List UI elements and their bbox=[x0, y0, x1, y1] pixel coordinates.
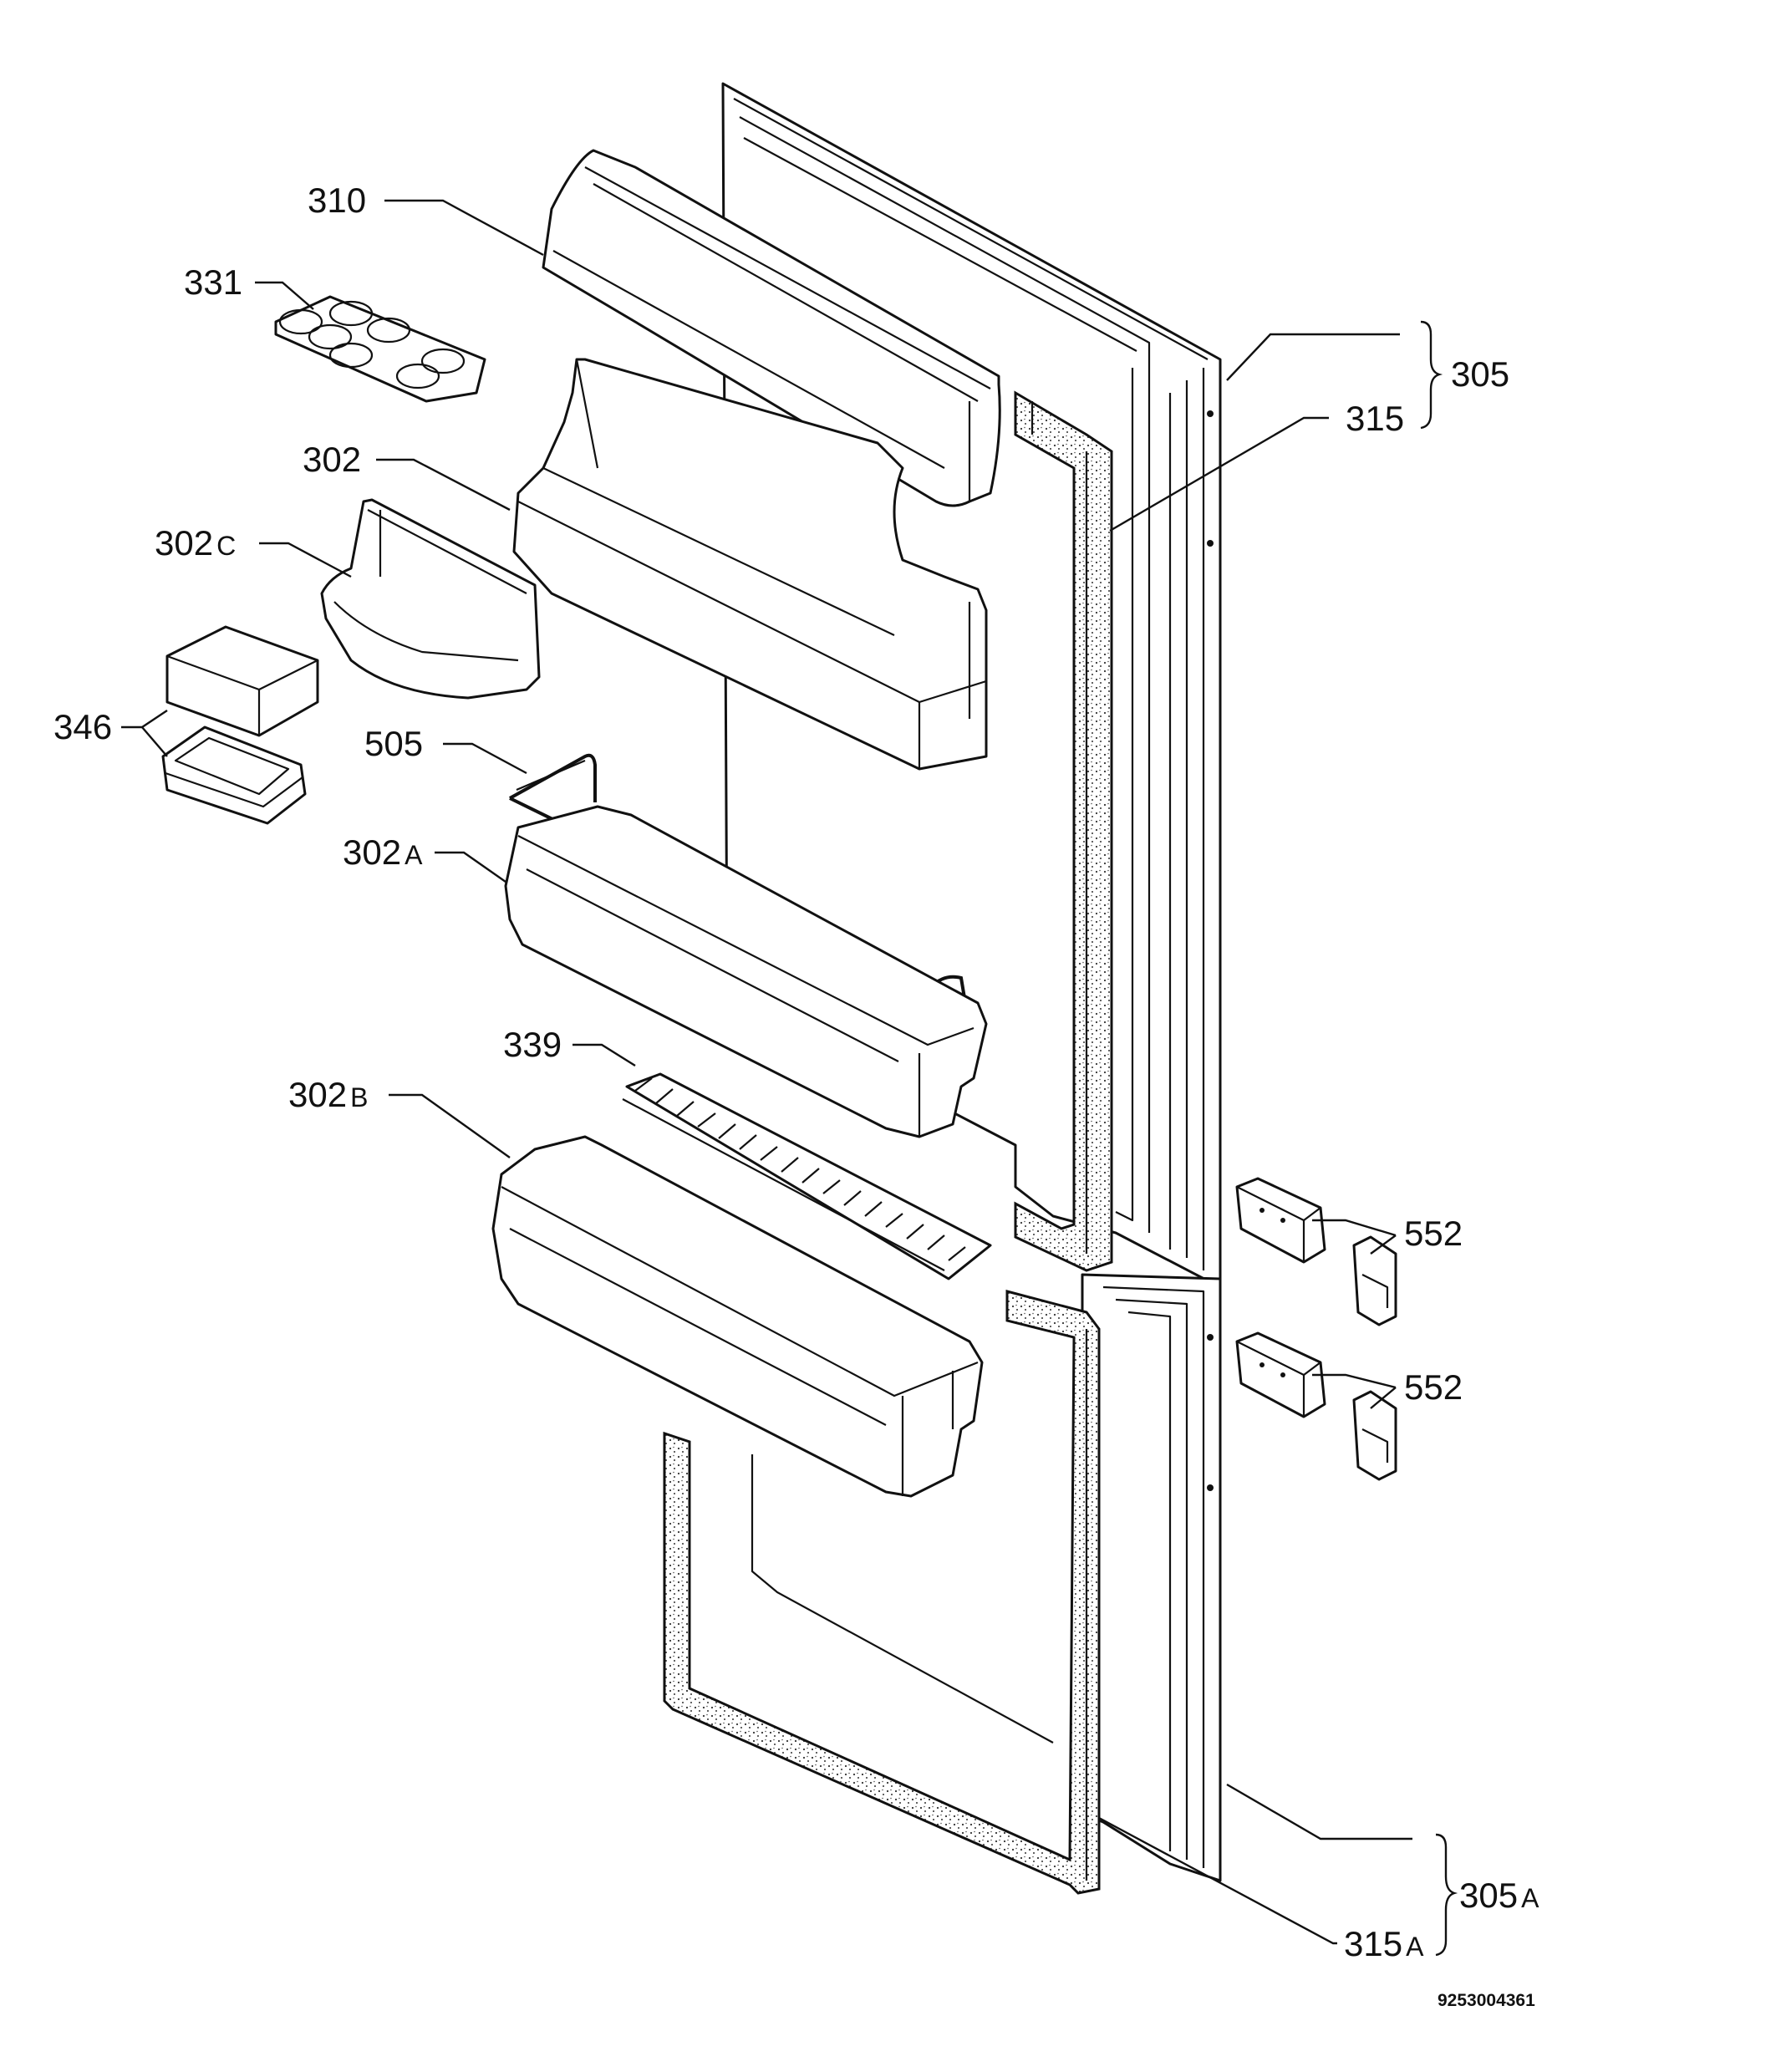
label-305: 305 bbox=[1451, 354, 1509, 394]
lower-door-gasket bbox=[663, 1290, 1101, 1895]
bracket-305a bbox=[1435, 1833, 1458, 1957]
label-346: 346 bbox=[53, 707, 112, 746]
label-310: 310 bbox=[308, 181, 366, 220]
label-552-upper: 552 bbox=[1404, 1214, 1463, 1253]
label-315: 315 bbox=[1346, 399, 1404, 438]
part-339-bottle-rack bbox=[622, 1072, 992, 1280]
part-302c-small-shelf bbox=[320, 498, 541, 700]
part-346-butter-container bbox=[161, 625, 319, 825]
drawing-number: 9253004361 bbox=[1438, 1991, 1535, 2010]
label-505: 505 bbox=[364, 724, 423, 763]
part-552-upper-hinge bbox=[1235, 1177, 1397, 1326]
label-552-lower: 552 bbox=[1404, 1367, 1463, 1407]
bracket-305 bbox=[1420, 320, 1443, 430]
leader-lines bbox=[121, 199, 1412, 1945]
part-302a-door-shelf bbox=[504, 805, 988, 1138]
part-552-lower-hinge bbox=[1235, 1331, 1397, 1481]
part-310-dairy-compartment bbox=[542, 149, 1001, 507]
label-339: 339 bbox=[503, 1025, 562, 1064]
part-302-door-shelf bbox=[512, 358, 988, 771]
part-331-egg-tray bbox=[274, 295, 486, 403]
label-302: 302 bbox=[303, 440, 361, 479]
upper-door-gasket bbox=[1014, 390, 1113, 1272]
label-331: 331 bbox=[184, 262, 242, 302]
part-302b-door-shelf bbox=[491, 1135, 984, 1498]
lower-door bbox=[1081, 1273, 1222, 1882]
